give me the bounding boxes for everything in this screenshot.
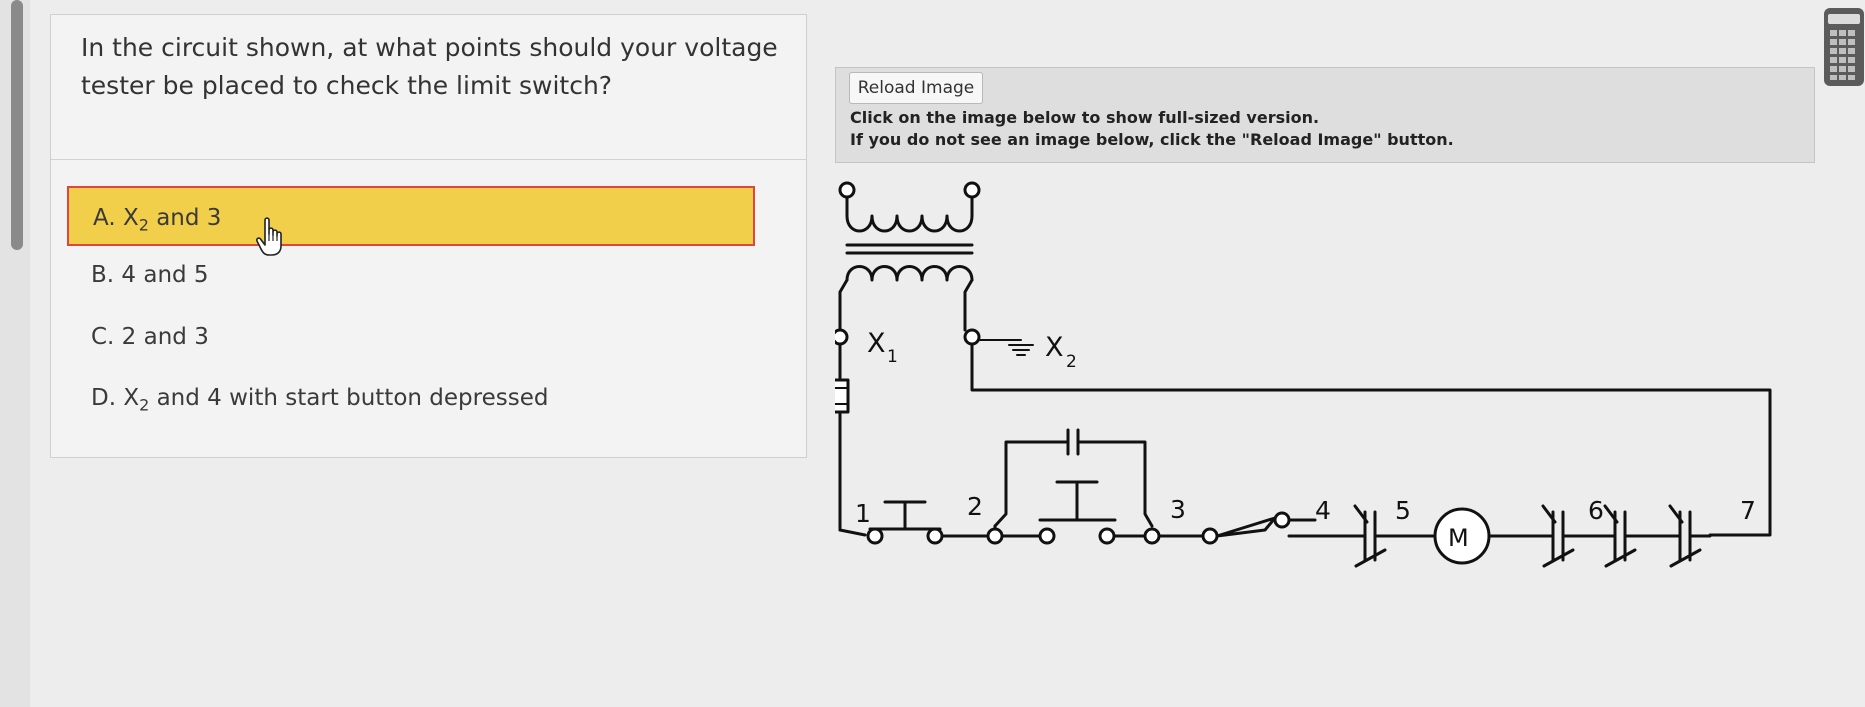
label-node-7: 7 bbox=[1740, 496, 1756, 525]
label-node-3: 3 bbox=[1170, 495, 1186, 524]
question-line-1: In the circuit shown, at what points sho… bbox=[81, 33, 778, 62]
transformer-primary bbox=[838, 181, 981, 233]
answer-a-subscript: 2 bbox=[138, 215, 149, 235]
overload-contact-2 bbox=[1538, 504, 1617, 568]
limit-switch bbox=[1157, 511, 1317, 545]
label-x2-sub: 2 bbox=[1066, 352, 1077, 372]
transformer-core bbox=[845, 243, 974, 255]
answer-d-subscript: 2 bbox=[139, 395, 150, 415]
answer-b-text: B. 4 and 5 bbox=[91, 262, 209, 288]
terminal-x1 bbox=[835, 328, 849, 346]
question-divider bbox=[51, 159, 806, 160]
motor-label: M bbox=[1448, 524, 1469, 552]
answer-a-text: A. X bbox=[93, 205, 139, 231]
label-node-4: 4 bbox=[1315, 496, 1331, 525]
label-x1: X bbox=[867, 328, 886, 359]
answer-d-text-suffix: and 4 with start button depressed bbox=[149, 385, 549, 411]
overload-contact-4 bbox=[1668, 504, 1712, 568]
ground-icon bbox=[978, 339, 1034, 356]
overload-contact-3 bbox=[1603, 504, 1682, 568]
x2-return-wire bbox=[970, 342, 1772, 537]
answer-option-c[interactable]: C. 2 and 3 bbox=[67, 307, 755, 367]
info-line-2: If you do not see an image below, click … bbox=[850, 130, 1454, 149]
terminal-x2 bbox=[963, 328, 981, 346]
hand-pointer-icon bbox=[256, 217, 282, 256]
label-x1-sub: 1 bbox=[887, 347, 898, 367]
calculator-icon[interactable] bbox=[1824, 8, 1864, 86]
answer-option-b[interactable]: B. 4 and 5 bbox=[67, 245, 755, 305]
holding-contact-branch bbox=[993, 428, 1154, 528]
fuse bbox=[835, 342, 867, 537]
answer-a-text-suffix: and 3 bbox=[148, 205, 222, 231]
reload-image-button[interactable]: Reload Image bbox=[849, 72, 983, 104]
question-text: In the circuit shown, at what points sho… bbox=[81, 29, 781, 105]
node-3-junction bbox=[1143, 527, 1161, 545]
circuit-diagram-image[interactable]: X 1 X 2 1 2 bbox=[835, 170, 1795, 580]
transformer-secondary bbox=[837, 265, 974, 337]
info-line-1: Click on the image below to show full-si… bbox=[850, 108, 1320, 127]
question-panel: In the circuit shown, at what points sho… bbox=[50, 14, 807, 458]
label-node-6: 6 bbox=[1588, 496, 1604, 525]
question-line-2: tester be placed to check the limit swit… bbox=[81, 71, 613, 100]
label-node-1: 1 bbox=[855, 499, 871, 528]
start-button bbox=[1000, 480, 1147, 545]
answer-c-text: C. 2 and 3 bbox=[91, 324, 209, 350]
scrollbar-thumb[interactable] bbox=[11, 0, 23, 250]
image-info-bar: Reload Image Click on the image below to… bbox=[835, 67, 1815, 163]
answer-option-d[interactable]: D. X2 and 4 with start button depressed bbox=[67, 368, 755, 428]
stop-button bbox=[866, 500, 944, 545]
label-node-5: 5 bbox=[1395, 496, 1411, 525]
answer-option-a[interactable]: A. X2 and 3 bbox=[67, 186, 755, 246]
node-2-junction bbox=[986, 527, 1004, 545]
page-scrollbar[interactable] bbox=[0, 0, 30, 707]
label-x2: X bbox=[1045, 332, 1064, 363]
label-node-2: 2 bbox=[967, 492, 983, 521]
calculator-screen bbox=[1828, 14, 1860, 24]
answer-d-text: D. X bbox=[91, 385, 140, 411]
motor bbox=[1413, 507, 1542, 565]
overload-contact-1 bbox=[1287, 504, 1417, 568]
calculator-keys bbox=[1828, 30, 1860, 80]
